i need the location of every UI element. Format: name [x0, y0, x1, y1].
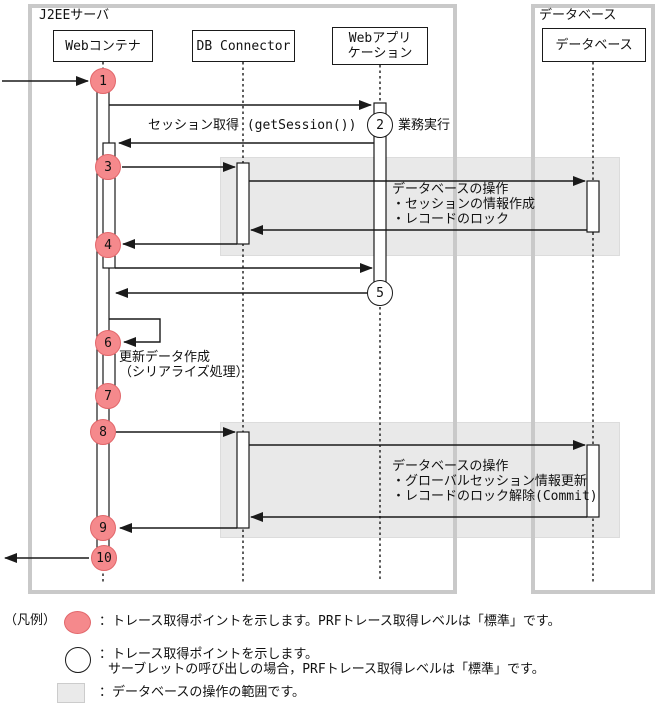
activation-db-connector-1: [236, 162, 250, 245]
legend-gray-box-icon: [57, 683, 85, 703]
database-frame: [531, 4, 655, 594]
label-db-operation-2-line2: ・グローバルセッション情報更新: [392, 474, 587, 489]
label-db-operation-1-line1: データベースの操作: [392, 182, 509, 197]
label-business-exec: 業務実行: [398, 118, 451, 133]
trace-point-9: 9: [90, 515, 116, 541]
legend-pink-circle-icon: [64, 611, 91, 634]
label-update-data-line1: 更新データ作成: [119, 350, 211, 365]
legend-white-text: ：トレース取得ポイントを示します。 サーブレットの呼び出しの場合，PRFトレース…: [99, 647, 545, 677]
participant-database: データベース: [542, 28, 646, 62]
trace-point-4: 4: [95, 232, 121, 258]
j2ee-server-frame: [28, 4, 457, 594]
j2ee-server-frame-label: J2EEサーバ: [37, 8, 112, 23]
trace-point-2: 2: [367, 112, 393, 138]
label-update-data: 更新データ作成 （シリアライズ処理）: [119, 350, 249, 380]
db-operation-range-2: [220, 422, 620, 538]
participant-database-label: データベース: [555, 37, 633, 53]
participant-web-app-label-line1: Webアプリ: [348, 31, 412, 46]
participant-db-connector-label: DB Connector: [196, 38, 291, 54]
activation-db-connector-2: [236, 431, 250, 529]
trace-point-3: 3: [95, 154, 121, 180]
legend-title: （凡例）: [4, 613, 57, 628]
label-db-operation-2: データベースの操作 ・グローバルセッション情報更新 ・レコードのロック解除(Co…: [392, 459, 598, 504]
legend-pink-text: ：トレース取得ポイントを示します。PRFトレース取得レベルは「標準」です。: [99, 614, 561, 629]
database-frame-label: データベース: [537, 8, 619, 23]
arrow-self-serialize: [109, 318, 161, 347]
legend-white-circle-icon: [65, 647, 91, 673]
label-db-operation-1-line2: ・セッションの情報作成: [392, 197, 536, 212]
trace-point-8: 8: [90, 419, 116, 445]
participant-db-connector: DB Connector: [192, 30, 295, 62]
trace-point-1: 1: [90, 68, 116, 94]
activation-database-1: [586, 180, 600, 233]
activation-database-2: [586, 444, 600, 518]
label-db-operation-2-line1: データベースの操作: [392, 459, 509, 474]
participant-web-container: Webコンテナ: [53, 30, 153, 62]
legend-white-text-line2: サーブレットの呼び出しの場合，PRFトレース取得レベルは「標準」です。: [108, 662, 545, 677]
participant-web-app: Webアプリ ケーション: [332, 27, 428, 65]
legend-white-text-line1: ：トレース取得ポイントを示します。: [99, 647, 319, 662]
label-session-get: セッション取得 (getSession()): [148, 118, 357, 133]
trace-point-6: 6: [95, 330, 121, 356]
label-update-data-line2: （シリアライズ処理）: [119, 365, 249, 380]
trace-point-5: 5: [367, 280, 393, 306]
db-operation-range-1: [220, 157, 620, 256]
participant-web-container-label: Webコンテナ: [65, 38, 141, 54]
label-db-operation-1: データベースの操作 ・セッションの情報作成 ・レコードのロック: [392, 182, 535, 227]
trace-point-10: 10: [91, 545, 117, 571]
label-db-operation-2-line3: ・レコードのロック解除(Commit): [392, 489, 598, 504]
trace-point-7: 7: [95, 383, 121, 409]
label-db-operation-1-line3: ・レコードのロック: [392, 212, 510, 227]
legend-gray-text: ：データベースの操作の範囲です。: [99, 685, 306, 700]
participant-web-app-label-line2: ケーション: [347, 46, 413, 61]
